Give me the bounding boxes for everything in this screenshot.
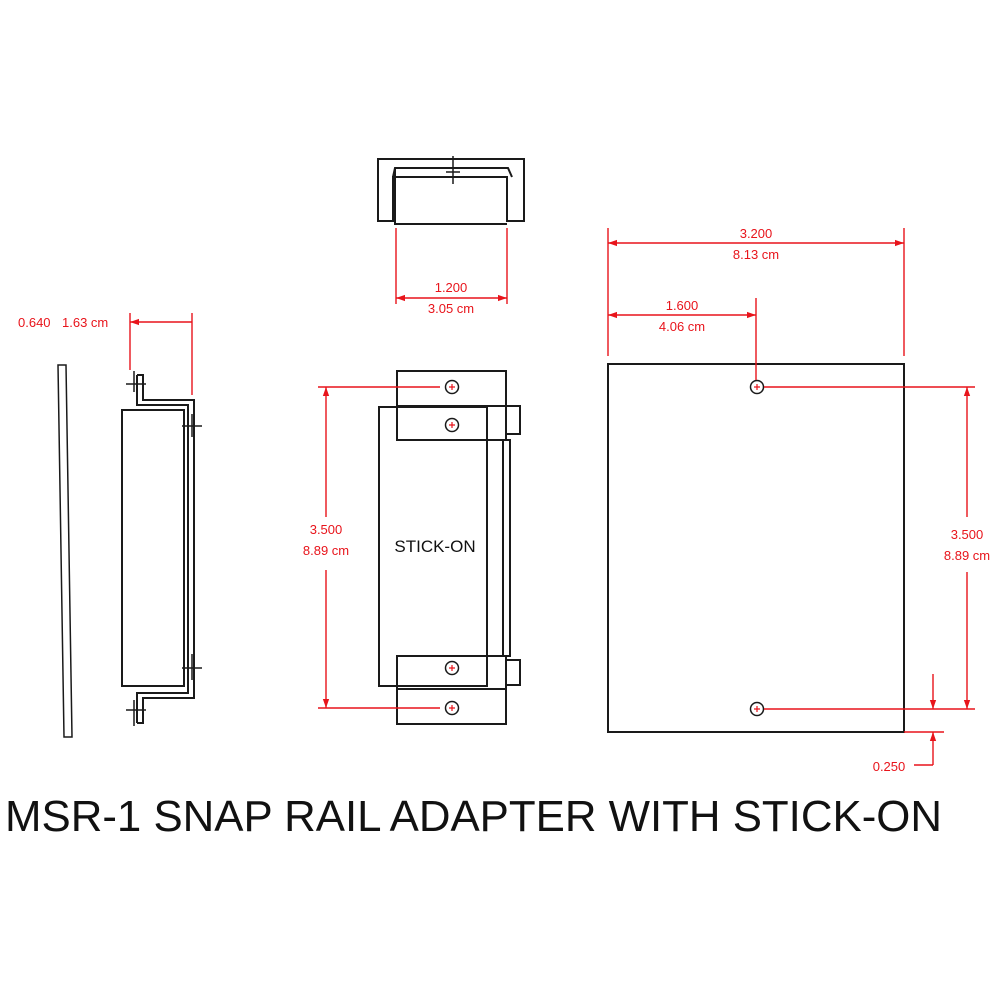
- top-view: 1.200 3.05 cm: [377, 156, 525, 316]
- front-view-bottom-clip-lower: [396, 688, 507, 725]
- front-view-height-in: 3.500: [310, 522, 343, 537]
- top-view-outline: [377, 158, 525, 222]
- front-view-label: STICK-ON: [394, 537, 475, 556]
- top-view-width-in: 1.200: [435, 280, 468, 295]
- side-view-rail-body: [121, 409, 185, 687]
- side-view-bracket: [136, 374, 195, 724]
- side-view-depth-cm: 1.63 cm: [62, 315, 108, 330]
- front-view-height-cm: 8.89 cm: [303, 543, 349, 558]
- side-view-plate: [57, 364, 73, 738]
- plate-view-edge-offset-in: 0.250: [873, 759, 906, 774]
- side-view-fasteners: [126, 371, 202, 726]
- plate-view: 3.200 8.13 cm 1.600 4.06 cm 3.500 8.89 c…: [607, 226, 990, 774]
- front-view-rail: [487, 439, 511, 657]
- drawing-title: MSR-1 SNAP RAIL ADAPTER WITH STICK-ON: [5, 792, 942, 841]
- front-view: STICK-ON 3.500 8.89 cm: [303, 370, 521, 725]
- front-view-top-clip-tab: [506, 405, 521, 435]
- plate-view-width-in: 3.200: [740, 226, 773, 241]
- top-view-inner: [392, 167, 513, 225]
- plate-view-hole-offset-cm: 4.06 cm: [659, 319, 705, 334]
- plate-view-hole-offset-in: 1.600: [666, 298, 699, 313]
- plate-view-outline: [607, 363, 905, 733]
- top-view-fastener: [446, 156, 460, 184]
- front-view-top-clip-lower: [396, 405, 507, 441]
- side-view: 0.640 1.63 cm: [18, 313, 202, 738]
- front-view-bottom-clip-tab: [506, 659, 521, 686]
- front-view-holes: [444, 379, 460, 716]
- plate-view-spacing-cm: 8.89 cm: [944, 548, 990, 563]
- plate-view-width-cm: 8.13 cm: [733, 247, 779, 262]
- top-view-width-cm: 3.05 cm: [428, 301, 474, 316]
- side-view-depth-in: 0.640: [18, 315, 51, 330]
- plate-view-spacing-in: 3.500: [951, 527, 984, 542]
